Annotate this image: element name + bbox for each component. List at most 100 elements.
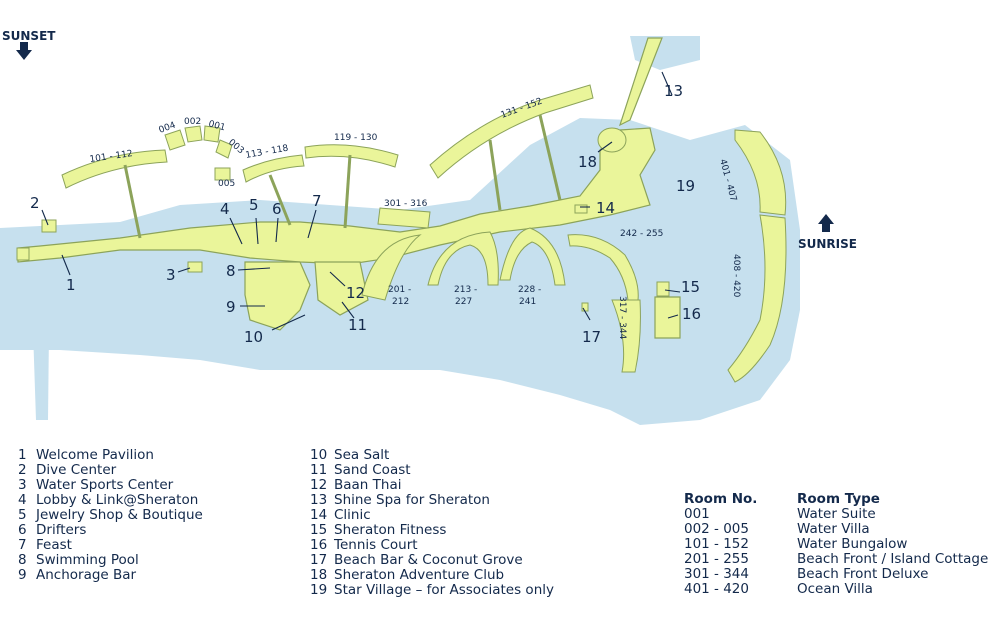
marker-15: 15: [681, 278, 700, 296]
room-number-cell: 101 - 152: [684, 536, 749, 552]
room-label-005: 005: [218, 179, 235, 189]
legend-label: Star Village – for Associates only: [334, 582, 554, 598]
legend-label: Drifters: [36, 522, 87, 538]
arrow-down-icon: [16, 42, 32, 60]
legend-number: 13: [310, 492, 328, 508]
legend-label: Tennis Court: [334, 537, 418, 553]
welcome-pavilion: [16, 247, 30, 261]
room-number-cell: 001: [684, 506, 710, 522]
legend-label: Shine Spa for Sheraton: [334, 492, 490, 508]
legend-label: Sheraton Adventure Club: [334, 567, 505, 583]
legend-label: Feast: [36, 537, 72, 553]
legend-number: 4: [18, 492, 27, 508]
island-land: [17, 127, 656, 265]
room-number-column: Room No. 001 002 - 005 101 - 152 201 - 2…: [684, 492, 757, 597]
room-number-cell: 401 - 420: [684, 581, 749, 597]
legend-item: 4 Lobby & Link@Sheraton: [18, 493, 203, 508]
leader-lines: [41, 71, 681, 331]
cottages-213-227: [427, 231, 499, 286]
marker-4: 4: [220, 200, 230, 218]
room-type-column: Room Type Water Suite Water Villa Water …: [797, 492, 988, 597]
legend-item: 15 Sheraton Fitness: [310, 523, 554, 538]
room-type-cell: Water Bungalow: [797, 536, 908, 552]
room-number-cell: 201 - 255: [684, 551, 749, 567]
legend-number: 2: [18, 462, 27, 478]
restaurant-area: [314, 261, 369, 316]
water-villas-001-005: [164, 125, 233, 181]
legend-number: 10: [310, 447, 328, 463]
legend-label: Welcome Pavilion: [36, 447, 154, 463]
cottages-301-316: [377, 207, 431, 229]
legend-item: 16 Tennis Court: [310, 538, 554, 553]
dive-center: [41, 219, 57, 233]
marker-9: 9: [226, 298, 236, 316]
legend-label: Sea Salt: [334, 447, 390, 463]
legend-number: 18: [310, 567, 328, 583]
legend-number: 3: [18, 477, 27, 493]
legend-item: 7 Feast: [18, 538, 203, 553]
legend-number: 1: [18, 447, 27, 463]
room-type-cell: Beach Front / Island Cottage: [797, 551, 989, 567]
water-bungalows-131-152: [429, 84, 594, 179]
sunset-label: SUNSET: [2, 29, 56, 43]
marker-17: 17: [582, 328, 601, 346]
legend-number: 11: [310, 462, 328, 478]
marker-5: 5: [249, 196, 259, 214]
marker-14: 14: [596, 199, 615, 217]
room-type-cell: Water Suite: [797, 506, 876, 522]
legend-number: 16: [310, 537, 328, 553]
water-channel-left: [30, 240, 50, 420]
water-sports-center: [187, 261, 203, 273]
marker-6: 6: [272, 200, 282, 218]
marker-3: 3: [166, 266, 176, 284]
marker-19: 19: [676, 177, 695, 195]
legend-item: 13 Shine Spa for Sheraton: [310, 493, 554, 508]
marker-13: 13: [664, 82, 683, 100]
room-type-cell: Water Villa: [797, 521, 870, 537]
room-range-119-130: 119 - 130: [334, 133, 378, 143]
cottages-228-241: [499, 227, 566, 286]
room-range-201-212a: 201 -: [388, 285, 411, 295]
legend-item: 2 Dive Center: [18, 463, 203, 478]
room-range-228-241b: 241: [519, 297, 536, 307]
room-label-002: 002: [184, 117, 201, 127]
marker-8: 8: [226, 262, 236, 280]
legend-item: 6 Drifters: [18, 523, 203, 538]
tennis-court: [654, 296, 681, 339]
legend-label: Lobby & Link@Sheraton: [36, 492, 199, 508]
room-number-cell: 002 - 005: [684, 521, 749, 537]
legend-number: 6: [18, 522, 27, 538]
legend-label: Swimming Pool: [36, 552, 139, 568]
room-range-228-241a: 228 -: [518, 285, 541, 295]
legend-number: 15: [310, 522, 328, 538]
legend-label: Clinic: [334, 507, 371, 523]
room-number-cell: 301 - 344: [684, 566, 749, 582]
legend-label: Sheraton Fitness: [334, 522, 447, 538]
marker-2: 2: [30, 194, 40, 212]
room-type-cell: Ocean Villa: [797, 581, 873, 597]
marker-18: 18: [578, 153, 597, 171]
legend-label: Water Sports Center: [36, 477, 174, 493]
room-range-213-227b: 227: [455, 297, 472, 307]
legend-label: Dive Center: [36, 462, 117, 478]
marker-11: 11: [348, 316, 367, 334]
legend-number: 19: [310, 582, 328, 598]
room-range-213-227a: 213 -: [454, 285, 477, 295]
adventure-club: [597, 127, 627, 153]
legend-label: Baan Thai: [334, 477, 402, 493]
arrow-up-icon: [818, 214, 834, 232]
legend-number: 7: [18, 537, 27, 553]
pool-area: [244, 261, 311, 331]
legend-label: Sand Coast: [334, 462, 411, 478]
legend-label: Beach Bar & Coconut Grove: [334, 552, 523, 568]
beach-bar: [581, 302, 589, 312]
legend-item: 10 Sea Salt: [310, 448, 554, 463]
marker-16: 16: [682, 305, 701, 323]
marker-7: 7: [312, 192, 322, 210]
